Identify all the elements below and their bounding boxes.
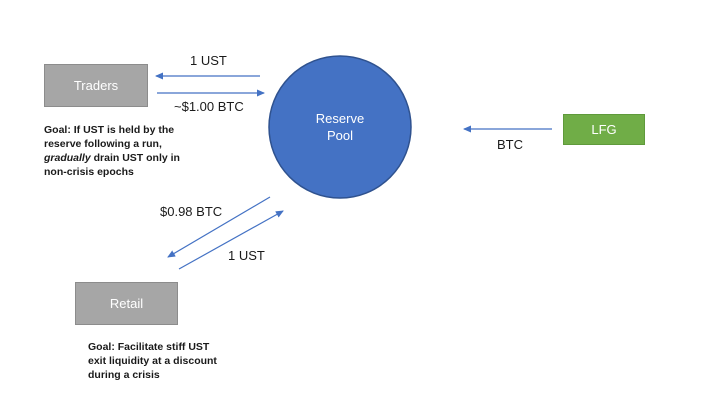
arrow-retail-to-pool [178, 210, 284, 270]
traders-goal-line2: reserve following a run, [44, 138, 162, 150]
edge-label-retail-ust: 1 UST [228, 248, 265, 263]
reserve-pool-label-line1: Reserve [315, 111, 365, 126]
reserve-pool-circle [268, 55, 412, 199]
reserve-pool-label-line2: Pool [326, 128, 354, 143]
retail-goal-text: Goal: Facilitate stiff UST exit liquidit… [88, 340, 258, 382]
traders-goal-line3-rest: drain UST only in [90, 152, 180, 164]
lfg-node: LFG [563, 114, 645, 145]
traders-goal-emphasis: gradually [44, 152, 91, 164]
retail-goal-line2: exit liquidity at a discount [88, 355, 217, 367]
edge-label-lfg-btc: BTC [497, 137, 523, 152]
retail-node: Retail [75, 282, 178, 325]
edge-label-retail-btc: $0.98 BTC [160, 204, 223, 219]
traders-goal-line3: gradually drain UST only in [44, 151, 214, 165]
lfg-label: LFG [591, 122, 617, 137]
arrow-pool-to-retail [167, 196, 271, 258]
traders-node: Traders [44, 64, 148, 107]
traders-goal-line1: Goal: If UST is held by the [44, 124, 175, 136]
retail-goal-line3: during a crisis [88, 369, 160, 381]
traders-goal-line4: non-crisis epochs [44, 166, 134, 178]
retail-goal-line1: Goal: Facilitate stiff UST [88, 341, 210, 353]
retail-label: Retail [109, 296, 144, 311]
reserve-pool-label: Reserve Pool [300, 110, 380, 144]
traders-goal-text: Goal: If UST is held by the reserve foll… [44, 123, 214, 179]
edge-label-traders-btc: ~$1.00 BTC [174, 99, 244, 114]
edge-label-traders-ust: 1 UST [190, 53, 227, 68]
traders-label: Traders [73, 78, 119, 93]
